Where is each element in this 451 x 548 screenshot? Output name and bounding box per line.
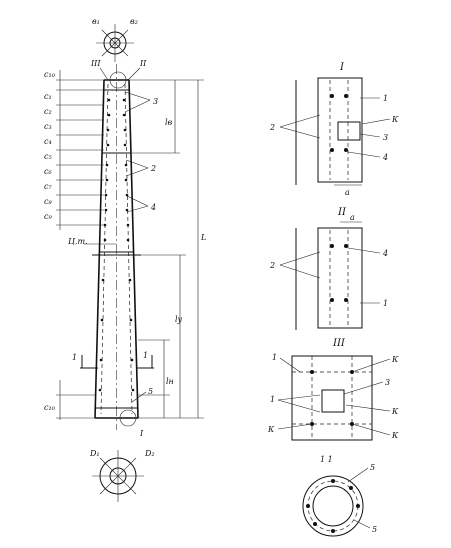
detail-III-label-K-bottom: К [391,431,399,440]
detail-II-label-2: 2 [269,261,275,270]
callouts: 3 2 4 [124,91,158,213]
detail-II-dim: а [350,213,355,222]
callout-5: 5 [148,387,153,396]
detail-III-label-K-left: К [267,425,275,434]
section-1-1-label-5-bottom: 5 [372,525,377,534]
bottom-marker-right: D₂ [144,449,155,458]
section-1-1-title: 1 1 [320,455,333,464]
dim-upper: lв [165,118,173,127]
section-mark-left: 1 [72,353,77,362]
top-section-marker: в₁ в₂ [92,17,138,62]
spacing-label: с₈ [44,197,52,206]
detail-I-label-2: 2 [269,123,275,132]
spacing-label: с₉ [44,212,52,221]
detail-III-label-K-top: К [391,355,399,364]
detail-III-label-1-left: 1 [270,395,275,404]
spacing-label: с₃ [44,122,52,131]
spacing-label: с₄ [44,137,52,146]
spacing-label: с₅ [44,152,52,161]
spacing-label: с₁₀ [44,70,56,79]
spacing-label: с₆ [44,167,52,176]
bottom-section-marker: D₁ D₂ [89,449,155,502]
detail-II-label-1: 1 [383,299,388,308]
callout-4: 4 [150,203,156,212]
spacing-label: с₁₀ [44,403,56,412]
detail-III-label-1-top: 1 [272,353,277,362]
dim-total: L [200,233,206,242]
detail-III-label-3: 3 [385,378,390,387]
top-marker-right: в₂ [130,17,138,26]
section-1-1-label-5-top: 5 [370,463,375,472]
top-marker-left: в₁ [92,17,100,26]
centroid-label: Ц.т. [68,237,88,246]
spacing-dimensions: с₁₀ с₁ с₂ с₃ с₄ с₅ с₆ с₇ с₈ с₉ с₁₀ [44,70,104,420]
detail-I-label-K: К [391,115,399,124]
dim-segment: lу [175,315,183,324]
detail-I-label-1: 1 [383,94,388,103]
detail-I-label-3: 3 [383,133,388,142]
callout-2: 2 [150,164,156,173]
mast-elevation: с₁₀ с₁ с₂ с₃ с₄ с₅ с₆ с₇ с₈ с₉ с₁₀ L lв [44,59,206,438]
detail-III: III 1 К 3 1 К К К [267,338,399,441]
node-III-label: III [90,59,101,68]
spacing-label: с₁ [44,92,52,101]
bottom-marker-left: D₁ [89,449,100,458]
node-II-label: II [139,59,147,68]
callout-3: 3 [153,97,158,106]
detail-III-title: III [332,338,346,349]
detail-I-dim: а [345,188,350,197]
detail-II-title: II [337,207,347,218]
spacing-label: с₇ [44,182,52,191]
dim-lower: lн [166,377,174,386]
section-mark-right: 1 [143,351,148,360]
spacing-label: с₂ [44,107,52,116]
reinforcement-dots [98,98,135,392]
section-1-1: 1 1 5 5 [302,455,377,537]
detail-II-label-4: 4 [382,249,388,258]
detail-III-label-K-mid: К [391,407,399,416]
detail-I: I а 1 2 К 3 4 [269,62,399,197]
detail-I-label-4: 4 [382,153,388,162]
detail-I-title: I [339,62,345,73]
overall-dimensions: L lв lн lу [129,79,206,419]
detail-II: II а 2 4 1 [269,207,388,330]
node-I-label: I [139,429,144,438]
